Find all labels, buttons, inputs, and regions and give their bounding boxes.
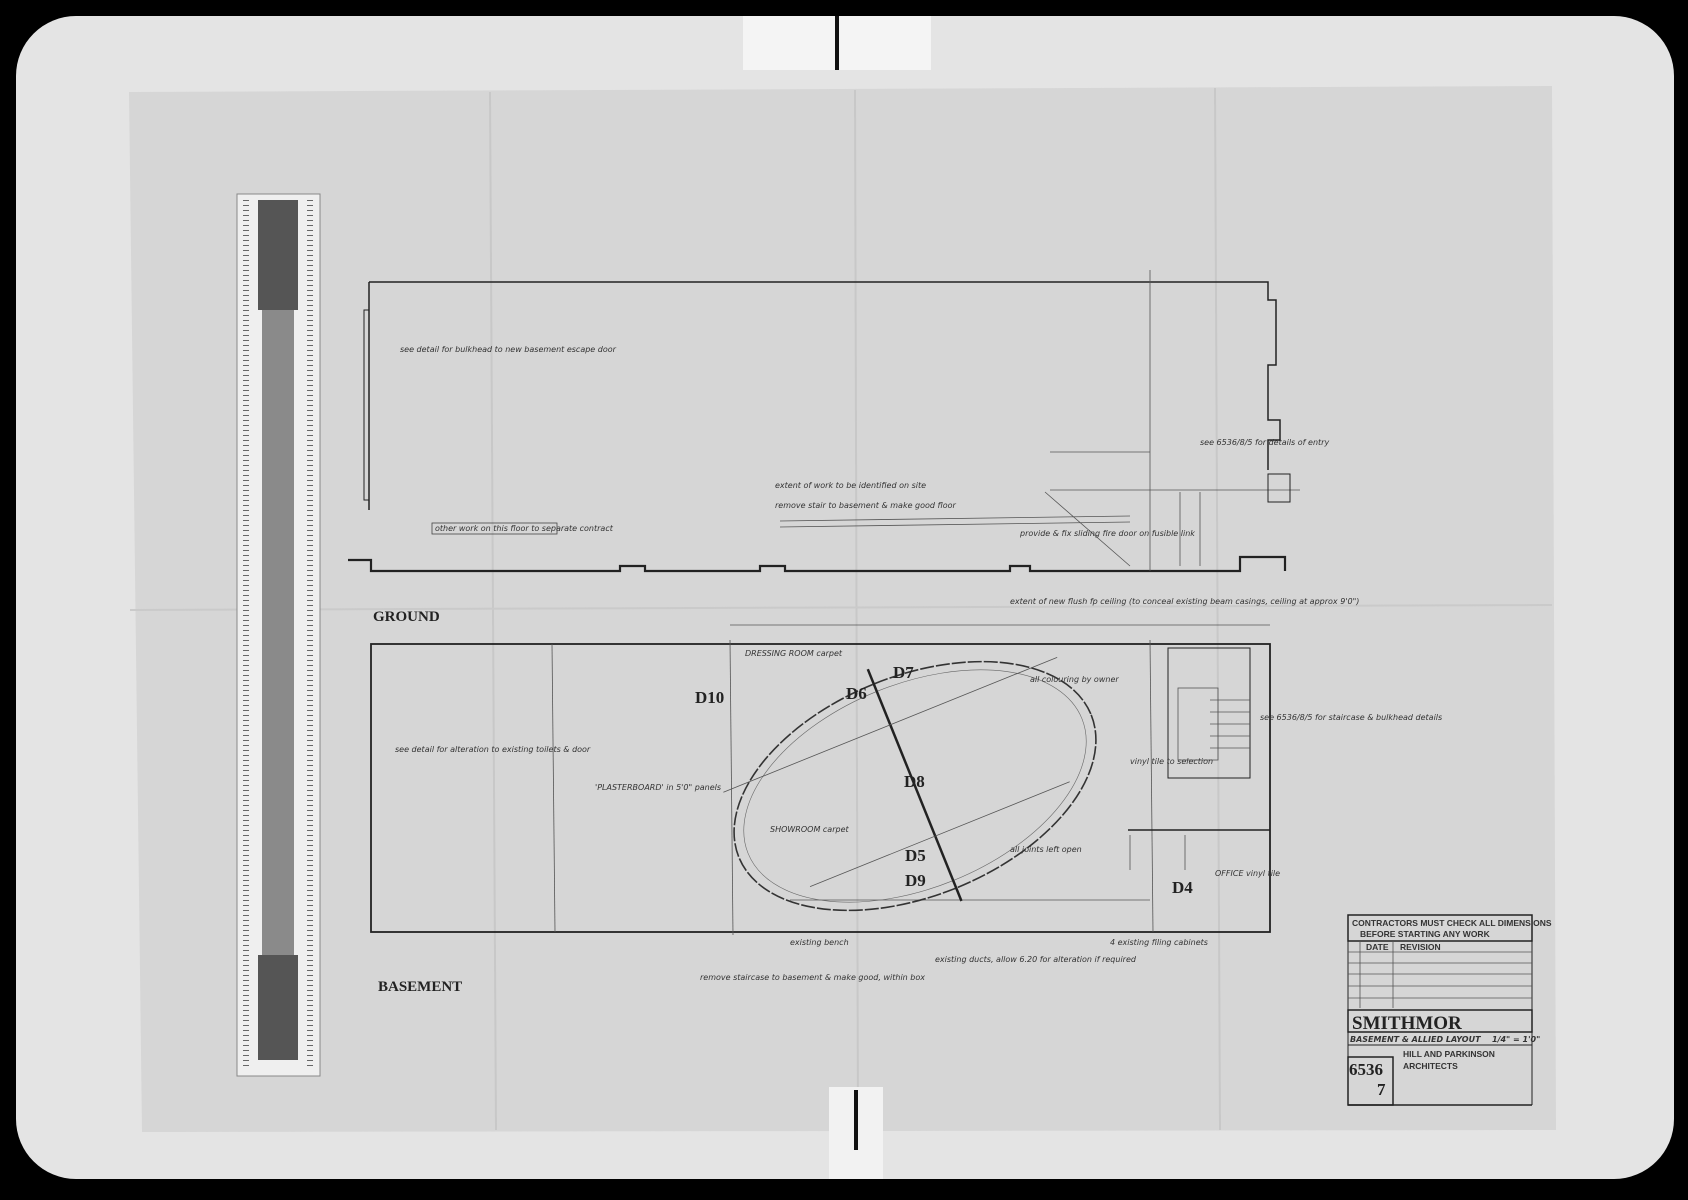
basement-note: see 6536/8/5 for staircase & bulkhead de… [1260, 713, 1442, 722]
basement-note: existing ducts, allow 6.20 for alteratio… [935, 955, 1137, 964]
basement-note: 'PLASTERBOARD' in 5'0" panels [595, 783, 721, 792]
basement-note: 4 existing filing cabinets [1110, 938, 1208, 947]
door-tag-d6: D6 [846, 684, 867, 703]
basement-note: OFFICE vinyl tile [1215, 869, 1280, 878]
drawing-scale: 1/4" = 1'0" [1492, 1035, 1540, 1044]
door-tag-d10: D10 [695, 688, 724, 707]
drawing-sheet [129, 86, 1556, 1132]
fold-line [1214, 87, 1221, 1131]
basement-note: all joints left open [1010, 845, 1082, 854]
basement-note: remove staircase to basement & make good… [700, 973, 925, 982]
basement-note: SHOWROOM carpet [770, 825, 849, 834]
basement-note: existing bench [790, 938, 849, 947]
project-name: SMITHMOR [1352, 1013, 1462, 1034]
door-tag-d5: D5 [905, 846, 926, 865]
basement-note: vinyl tile to selection [1130, 757, 1213, 766]
ground-label: GROUND [373, 609, 440, 625]
scale-ruler [236, 193, 321, 1077]
ground-note: remove stair to basement & make good flo… [775, 501, 956, 510]
ground-note: other work on this floor to separate con… [435, 524, 614, 533]
door-tag-d7: D7 [893, 663, 914, 682]
basement-note: DRESSING ROOM carpet [745, 649, 843, 658]
ground-note: see 6536/8/5 for details of entry [1200, 438, 1329, 447]
ruler-clamp-bottom [258, 955, 298, 1060]
fold-line [489, 91, 497, 1131]
warning-line-2: BEFORE STARTING ANY WORK [1360, 929, 1491, 939]
col-date: DATE [1366, 942, 1389, 952]
basement-note: see detail for alteration to existing to… [395, 745, 591, 754]
door-tag-d4: D4 [1172, 878, 1193, 897]
drawing-subtitle: BASEMENT & ALLIED LAYOUT [1350, 1035, 1481, 1044]
door-tag-d8: D8 [904, 772, 925, 791]
fold-line [854, 89, 859, 1131]
sheet-number: 7 [1377, 1080, 1386, 1099]
firm-title: ARCHITECTS [1403, 1061, 1458, 1071]
stair [1167, 647, 1251, 779]
warning-line-1: CONTRACTORS MUST CHECK ALL DIMENSIONS [1352, 918, 1552, 928]
ground-note: see detail for bulkhead to new basement … [400, 345, 617, 354]
job-number: 6536 [1349, 1060, 1383, 1079]
firm-name: HILL AND PARKINSON [1403, 1049, 1495, 1059]
title-block: CONTRACTORS MUST CHECK ALL DIMENSIONS BE… [1347, 914, 1552, 1106]
ground-note: extent of work to be identified on site [775, 481, 926, 490]
basement-note: all colouring by owner [1030, 675, 1119, 684]
showroom-oval [733, 660, 1097, 912]
col-revision: REVISION [1400, 942, 1441, 952]
ruler-clamp-top [258, 200, 298, 310]
basement-note: extent of new flush fp ceiling (to conce… [1010, 597, 1359, 606]
basement-plan: D10 D6 D7 D8 D5 D9 D4 extent of new flus… [370, 597, 1442, 995]
fold-line [129, 604, 1553, 611]
ground-note: provide & fix sliding fire door on fusib… [1019, 529, 1195, 538]
door-tag-d9: D9 [905, 871, 926, 890]
basement-label: BASEMENT [378, 979, 462, 995]
ground-floor-plan: see detail for bulkhead to new basement … [348, 270, 1329, 625]
